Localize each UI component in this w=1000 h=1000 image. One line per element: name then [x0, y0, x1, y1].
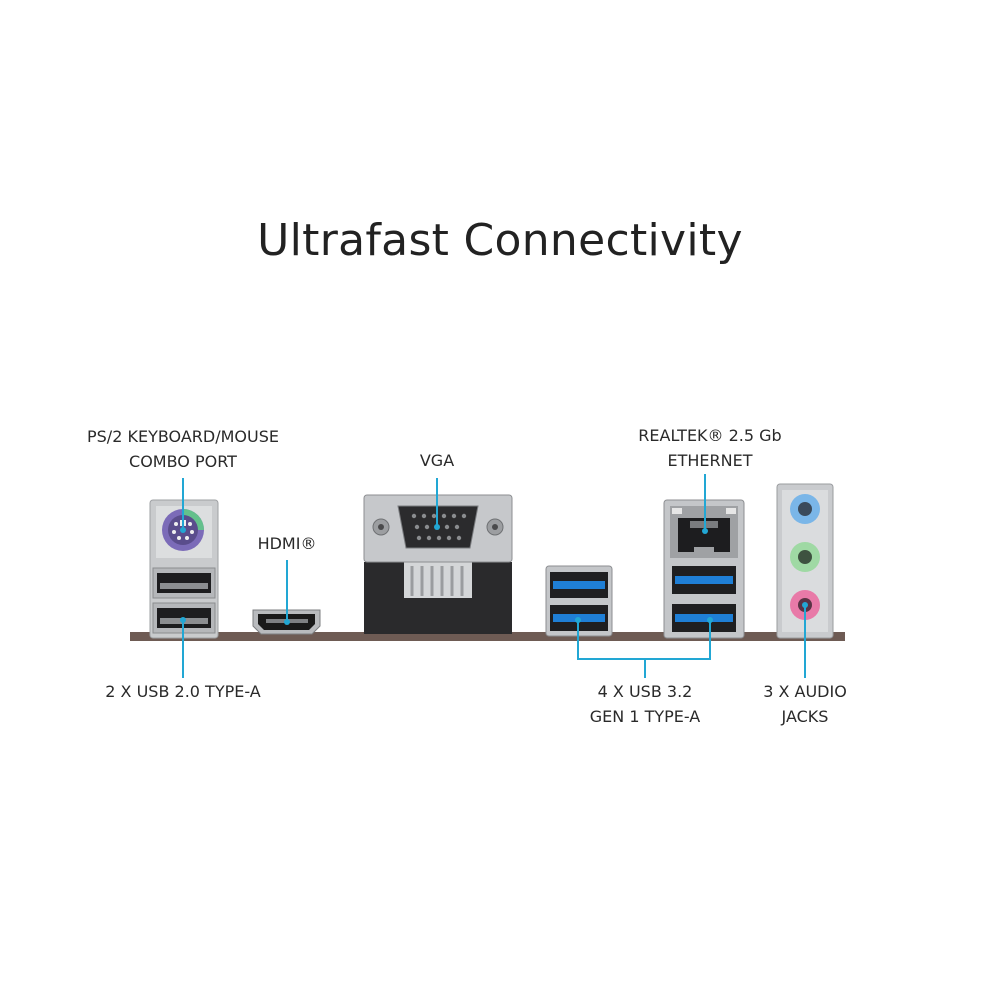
- label-usb32-line2: GEN 1 TYPE-A: [589, 707, 701, 726]
- label-usb2: 2 X USB 2.0 TYPE-A: [93, 679, 273, 704]
- label-ethernet: REALTEK® 2.5 Gb ETHERNET: [600, 423, 820, 473]
- label-hdmi: HDMI®: [237, 531, 337, 556]
- page-title: Ultrafast Connectivity: [257, 215, 743, 267]
- label-ps2-line1: PS/2 KEYBOARD/MOUSE: [87, 427, 279, 446]
- callout-lines: [182, 474, 806, 678]
- usb2-port-upper: [152, 567, 216, 599]
- audio-jack-blue: [790, 494, 820, 524]
- label-audio-line2: JACKS: [781, 707, 829, 726]
- label-vga: VGA: [387, 448, 487, 473]
- panel-bar: [130, 632, 845, 641]
- label-audio: 3 X AUDIO JACKS: [740, 679, 870, 729]
- label-ps2-line2: COMBO PORT: [129, 452, 237, 471]
- label-usb32: 4 X USB 3.2 GEN 1 TYPE-A: [565, 679, 725, 729]
- label-audio-line1: 3 X AUDIO: [763, 682, 847, 701]
- label-ethernet-line2: ETHERNET: [667, 451, 753, 470]
- label-ethernet-line1: REALTEK® 2.5 Gb: [638, 426, 782, 445]
- label-usb32-line1: 4 X USB 3.2: [597, 682, 693, 701]
- label-vga-text: VGA: [419, 451, 455, 470]
- label-hdmi-text: HDMI®: [257, 534, 317, 553]
- label-ps2: PS/2 KEYBOARD/MOUSE COMBO PORT: [83, 424, 283, 474]
- callout-dots: [180, 524, 808, 625]
- label-usb2-text: 2 X USB 2.0 TYPE-A: [105, 682, 261, 701]
- audio-jack-green: [790, 542, 820, 572]
